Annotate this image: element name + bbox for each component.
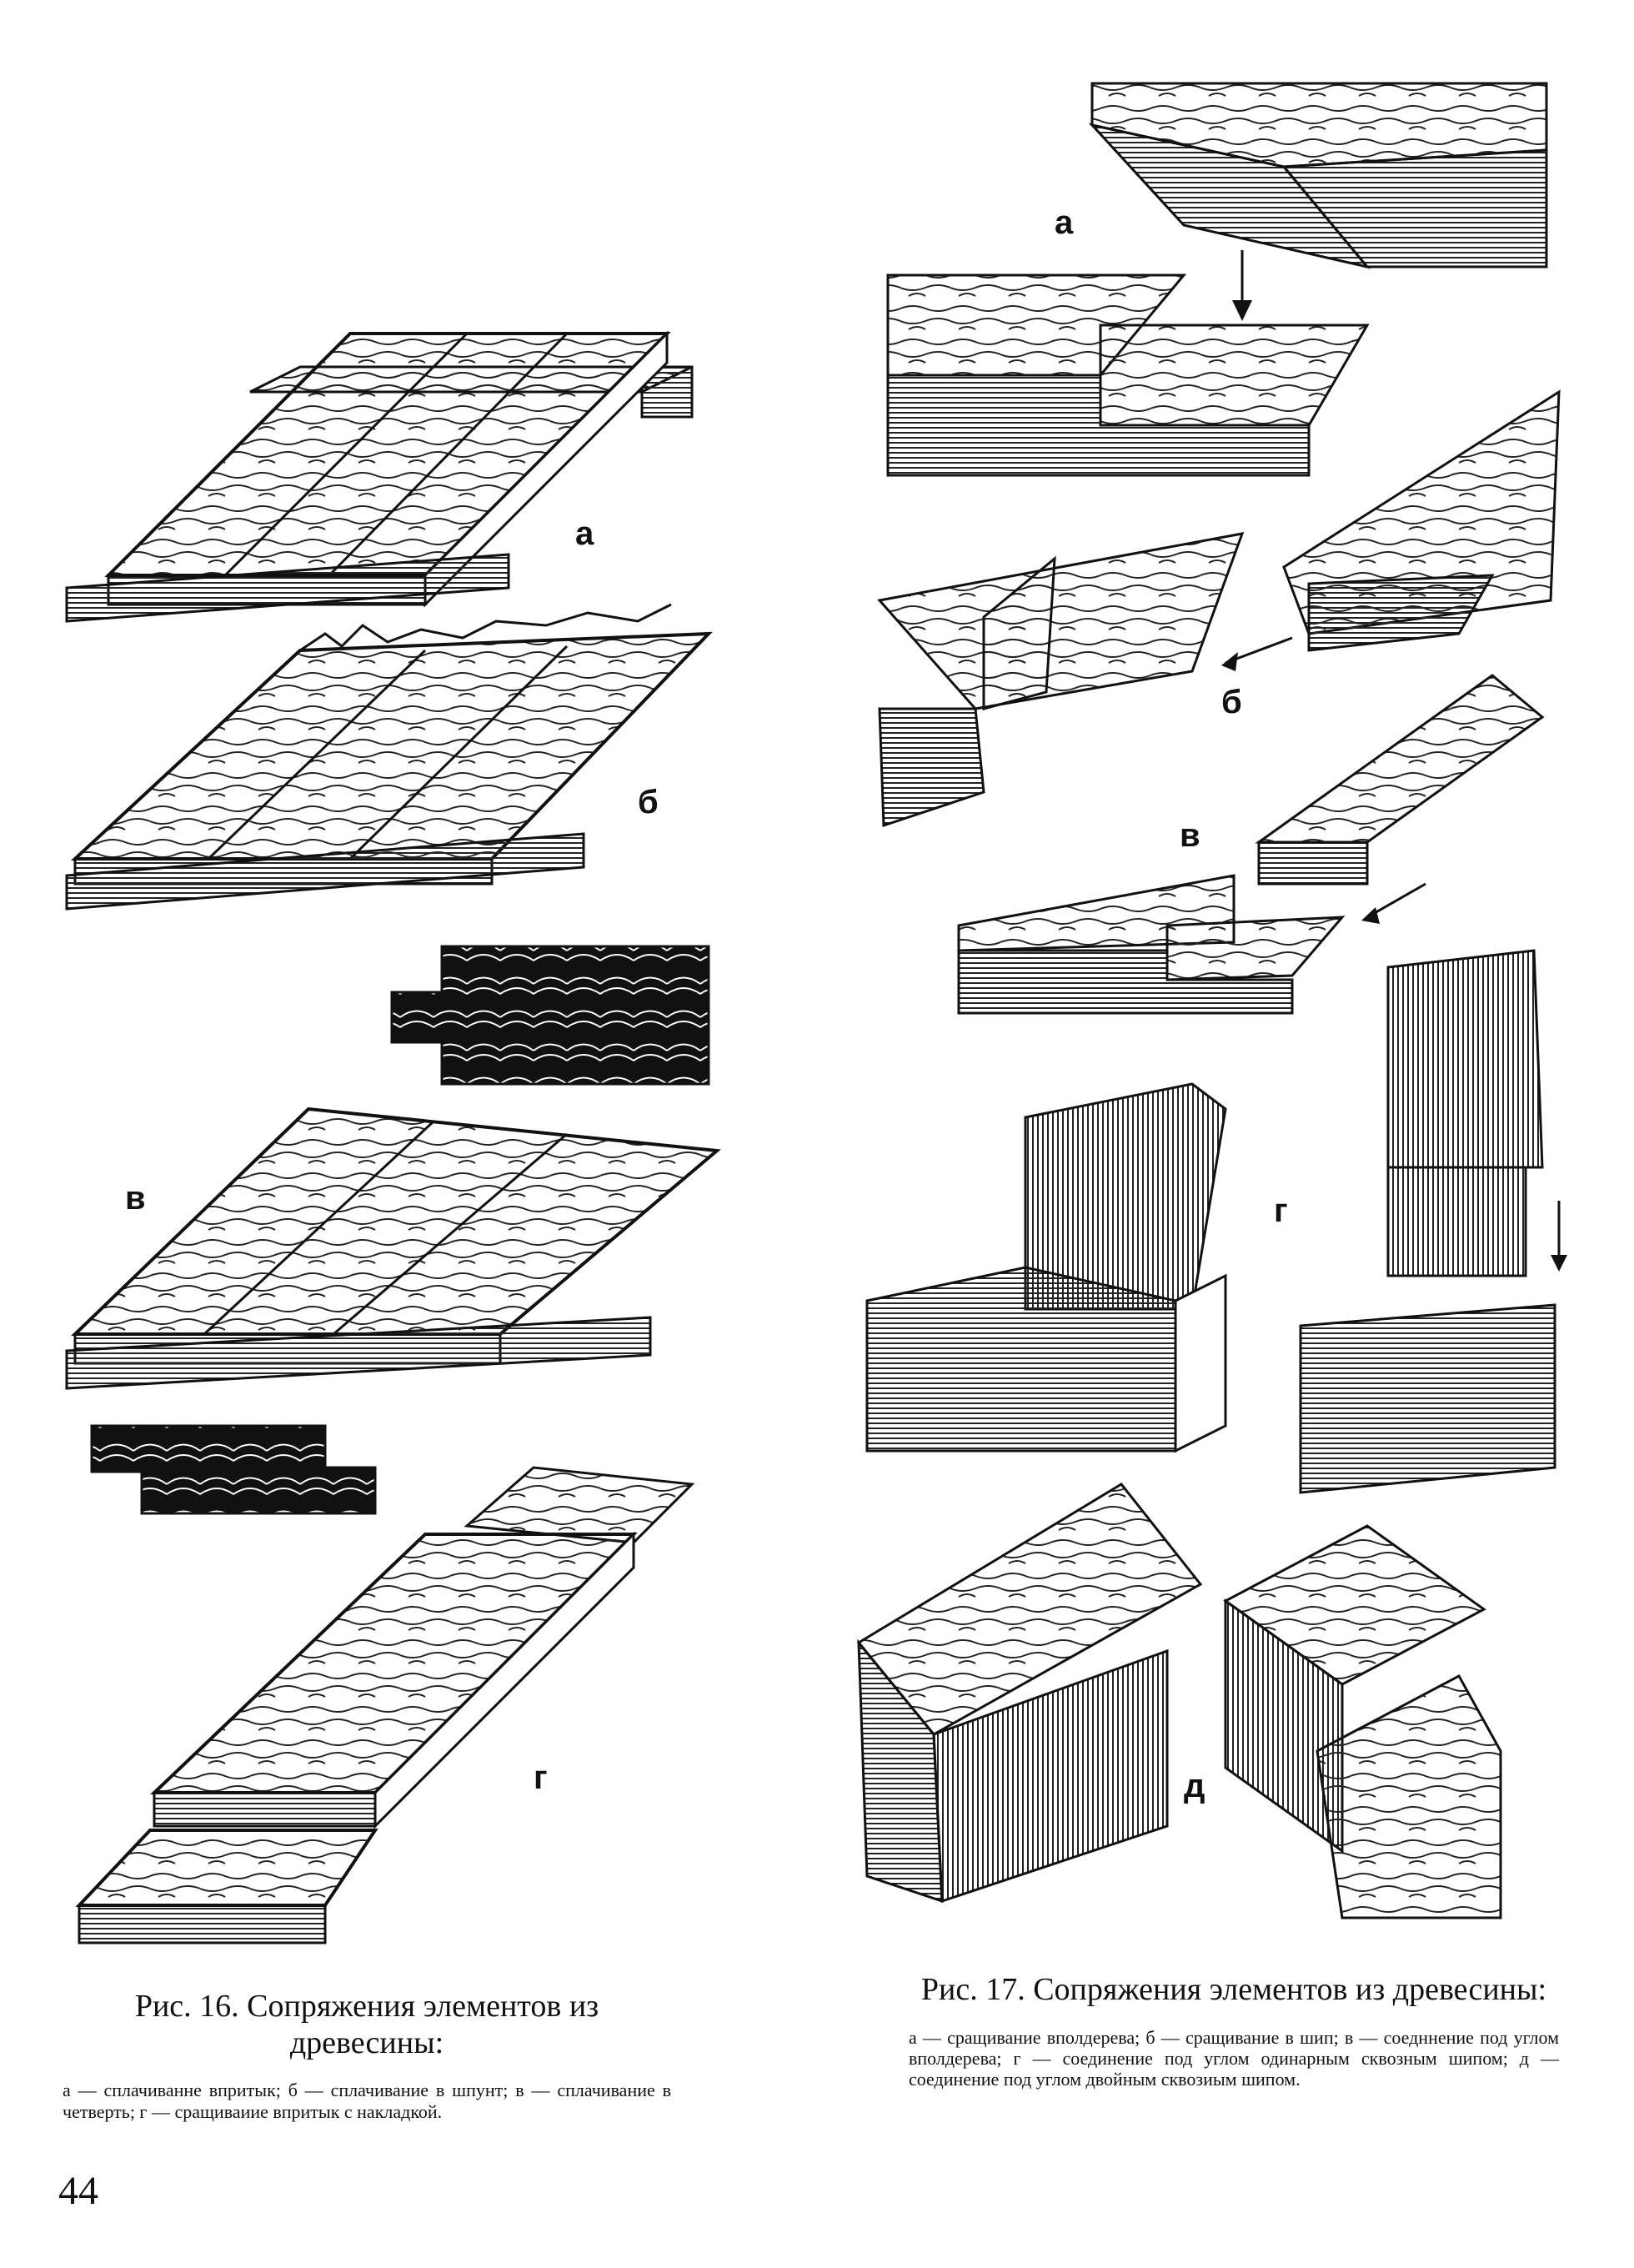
fig17-label-g: г — [1274, 1192, 1288, 1229]
fig16-v-rebate — [65, 1106, 721, 1390]
fig17-v-corner-half-lap — [957, 674, 1545, 1015]
figure16-legend: а — сплачиванне впритык; б — сплачивание… — [63, 2080, 671, 2122]
page-number: 44 — [58, 2169, 98, 2213]
fig16-section-profile-2 — [90, 1424, 377, 1515]
fig16-label-b: б — [638, 784, 659, 820]
figure16-title: Рис. 16. Сопряжения элементов из древеси… — [134, 1989, 599, 2060]
figure17-title: Рис. 17. Сопряжения элементов из древеси… — [920, 1972, 1547, 2007]
fig17-label-b: б — [1221, 684, 1242, 720]
figure16-caption: Рис. 16. Сопряжения элементов из древеси… — [63, 1989, 671, 2122]
fig17-label-v: в — [1180, 817, 1200, 854]
figure17-legend: а — сращивание вполдерева; б — сращивани… — [909, 2026, 1559, 2090]
fig16-section-profile-1 — [390, 945, 710, 1086]
fig17-label-d: д — [1184, 1768, 1205, 1804]
fig16-b-tongue-groove — [65, 603, 713, 911]
fig17-b-tenon-splice — [877, 389, 1561, 828]
fig16-label-g: г — [534, 1759, 548, 1796]
fig16-label-a: а — [575, 515, 594, 552]
fig17-label-a: а — [1055, 204, 1074, 241]
fig16-label-v: в — [125, 1180, 146, 1217]
fig17-g-single-tenon — [865, 949, 1567, 1494]
fig17-d-double-tenon — [856, 1483, 1502, 1919]
fig17-a-half-lap — [886, 82, 1548, 477]
fig16-a-butt-joint — [65, 330, 694, 623]
figure17-caption: Рис. 17. Сопряжения элементов из древеси… — [909, 1972, 1559, 2090]
fig16-g-butt-splice — [75, 1466, 695, 1944]
